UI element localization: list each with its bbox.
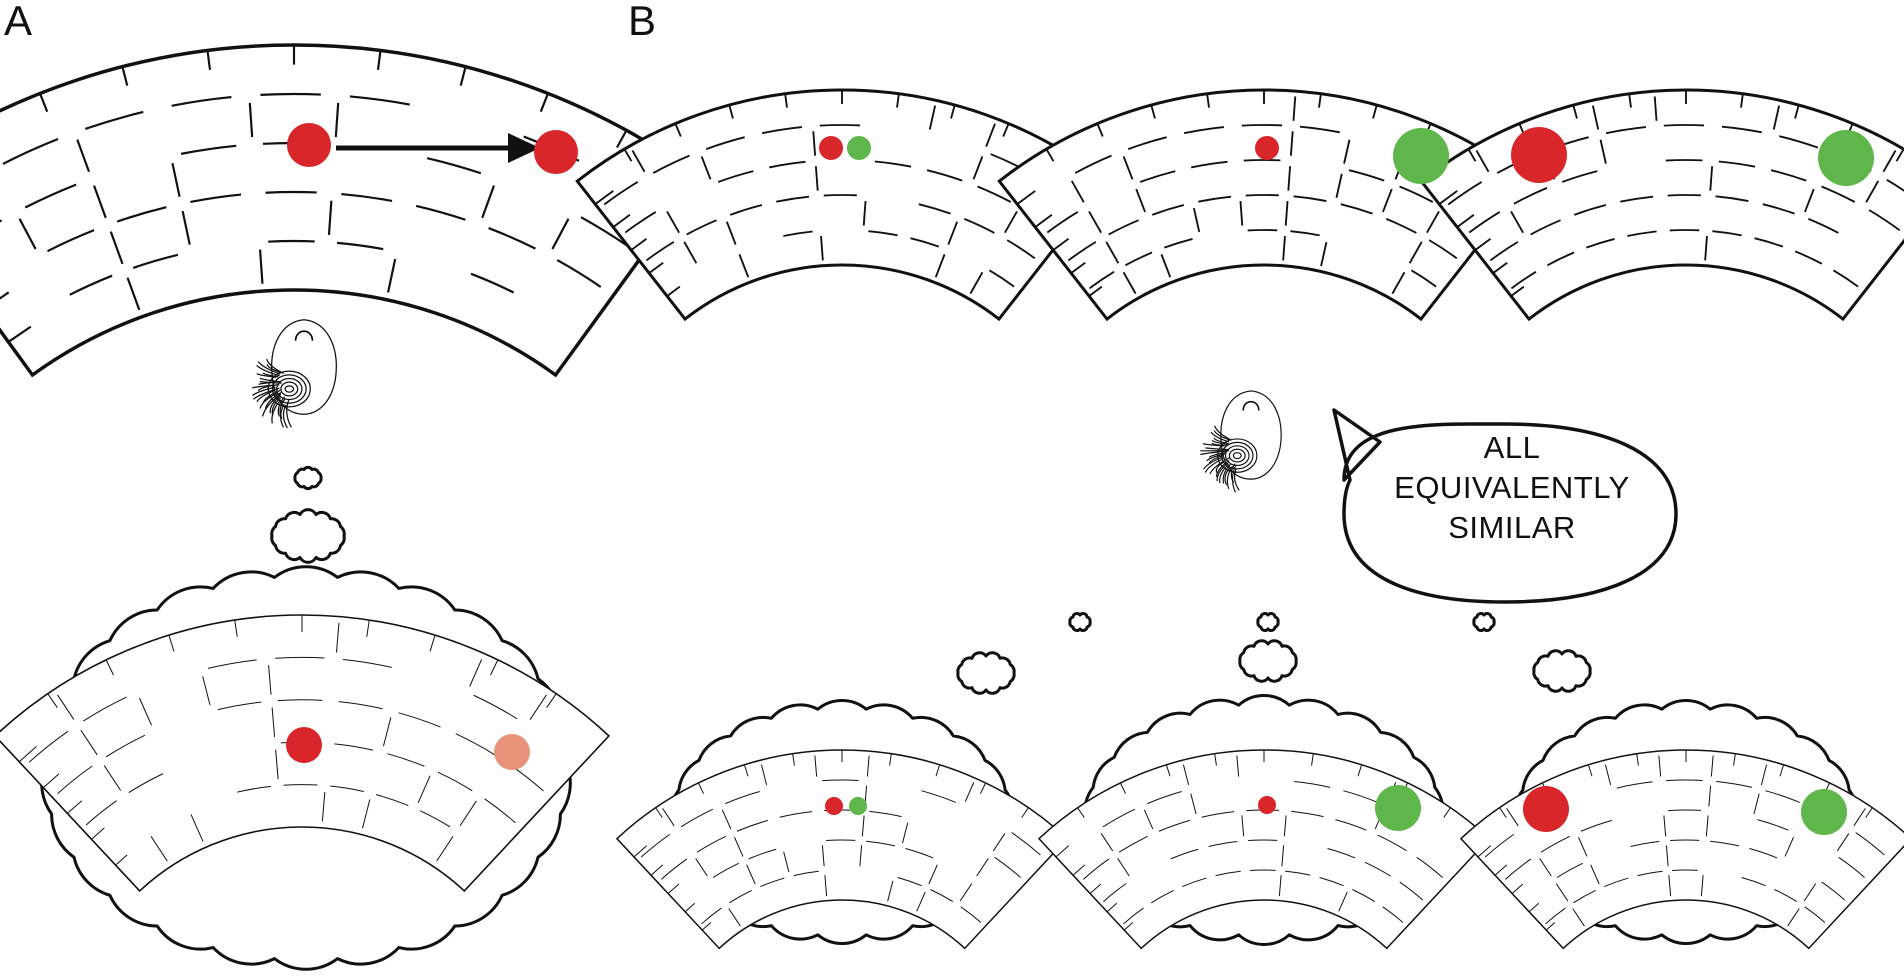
dot-green-b2-thought xyxy=(1375,785,1421,831)
speech-line-2: EQUIVALENTLY xyxy=(1394,470,1630,505)
speech-line-1: ALL xyxy=(1483,430,1541,465)
panel-label-b: B xyxy=(628,0,657,44)
thought-bubble-small-b1 xyxy=(1068,612,1092,632)
dot-red-b3-thought xyxy=(1523,786,1569,832)
maze-walls xyxy=(1438,90,1904,297)
arena-b-top-3 xyxy=(1419,88,1904,322)
maze-walls xyxy=(0,45,657,343)
dot-green-b1-thought xyxy=(849,797,867,815)
head-top-view-icon xyxy=(1200,390,1282,493)
arena-outline xyxy=(0,43,703,378)
speech-text: ALL EQUIVALENTLY SIMILAR xyxy=(1382,428,1642,548)
dot-green-b2 xyxy=(1393,128,1449,184)
arena-b-thought-1 xyxy=(615,749,1069,950)
speech-bubble-icon xyxy=(1332,408,1678,604)
dot-red-b1-thought xyxy=(825,797,843,815)
arena-outline xyxy=(615,749,1069,950)
dot-red-b2 xyxy=(1255,136,1279,160)
arena-a-top xyxy=(0,43,703,378)
dot-red-start xyxy=(287,123,331,167)
dot-red-b3 xyxy=(1511,127,1567,183)
arena-b-thought-3 xyxy=(1459,749,1904,950)
thought-bubble-small-a xyxy=(293,465,323,491)
dot-red-moved xyxy=(534,130,578,174)
dot-red-b1 xyxy=(819,136,843,160)
dot-green-b1 xyxy=(847,136,871,160)
arena-outline xyxy=(1037,749,1491,950)
thought-bubble-small-b2 xyxy=(1256,612,1280,632)
thought-bubble-small-b3 xyxy=(1472,612,1496,632)
thought-bubble-mid-b2 xyxy=(1238,639,1298,683)
dot-green-b3-thought xyxy=(1801,789,1847,835)
head-top-view-icon xyxy=(252,319,337,429)
dot-faded-red-remembered xyxy=(494,734,530,770)
dot-red-remembered xyxy=(286,727,322,763)
maze-walls xyxy=(1477,750,1885,931)
panel-label-a: A xyxy=(4,0,33,44)
maze-walls xyxy=(18,615,557,866)
dot-green-b3 xyxy=(1818,130,1874,186)
speech-line-3: SIMILAR xyxy=(1448,510,1576,545)
arrow-right-icon xyxy=(508,133,540,163)
maze-walls xyxy=(633,750,1041,931)
arena-outline xyxy=(1419,88,1904,322)
dot-red-b2-thought xyxy=(1258,796,1276,814)
thought-bubble-mid-b1 xyxy=(956,651,1016,695)
thought-bubble-mid-a xyxy=(270,508,346,564)
thought-bubble-mid-b3 xyxy=(1532,649,1592,693)
